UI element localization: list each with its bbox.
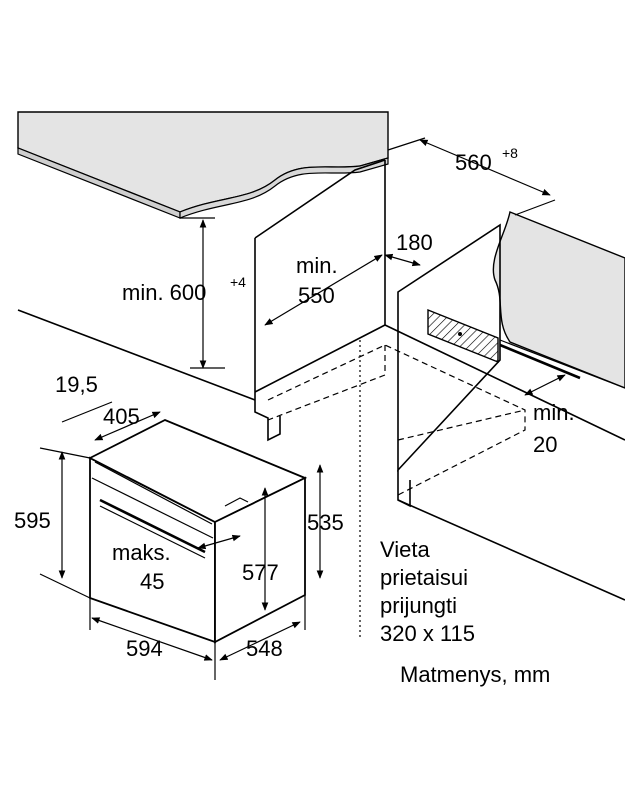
worktop [17,111,389,219]
connection-note-line4: 320 x 115 [380,621,475,646]
oven-depth-label: 548 [246,636,283,661]
connection-note-line1: Vieta [380,537,431,562]
handle-label-1: maks. [112,540,171,565]
connection-area [359,308,499,640]
niche-inner-label: 535 [307,510,344,535]
niche-depth-label-1: min. [296,253,338,278]
niche-cabinet [17,159,625,601]
side-wall [492,211,625,389]
gap-label-1: min. [533,400,575,425]
top-width-tolerance: +8 [502,145,518,161]
oven [88,419,308,644]
niche-depth-label-2: 550 [298,283,335,308]
niche-height-tolerance: +4 [230,274,246,290]
handle-label-2: 45 [140,569,164,594]
gap-label-2: 20 [533,432,557,457]
oven-width-label: 594 [126,636,163,661]
dimension-lines [39,137,566,680]
front-depth-label: 405 [103,404,140,429]
top-width-label: 560 [455,150,492,175]
niche-height-label: min. 600 [122,280,206,305]
oven-height-label: 595 [14,508,51,533]
units-caption: Matmenys, mm [400,662,550,687]
connection-note-line2: prietaisui [380,565,468,590]
front-offset-label: 19,5 [55,372,98,397]
connection-note-line3: prijungti [380,593,457,618]
body-height-label: 577 [242,560,279,585]
vent-depth-label: 180 [396,230,433,255]
labels: 560 +8 min. 600 +4 min. 550 180 min. 20 … [14,145,575,687]
